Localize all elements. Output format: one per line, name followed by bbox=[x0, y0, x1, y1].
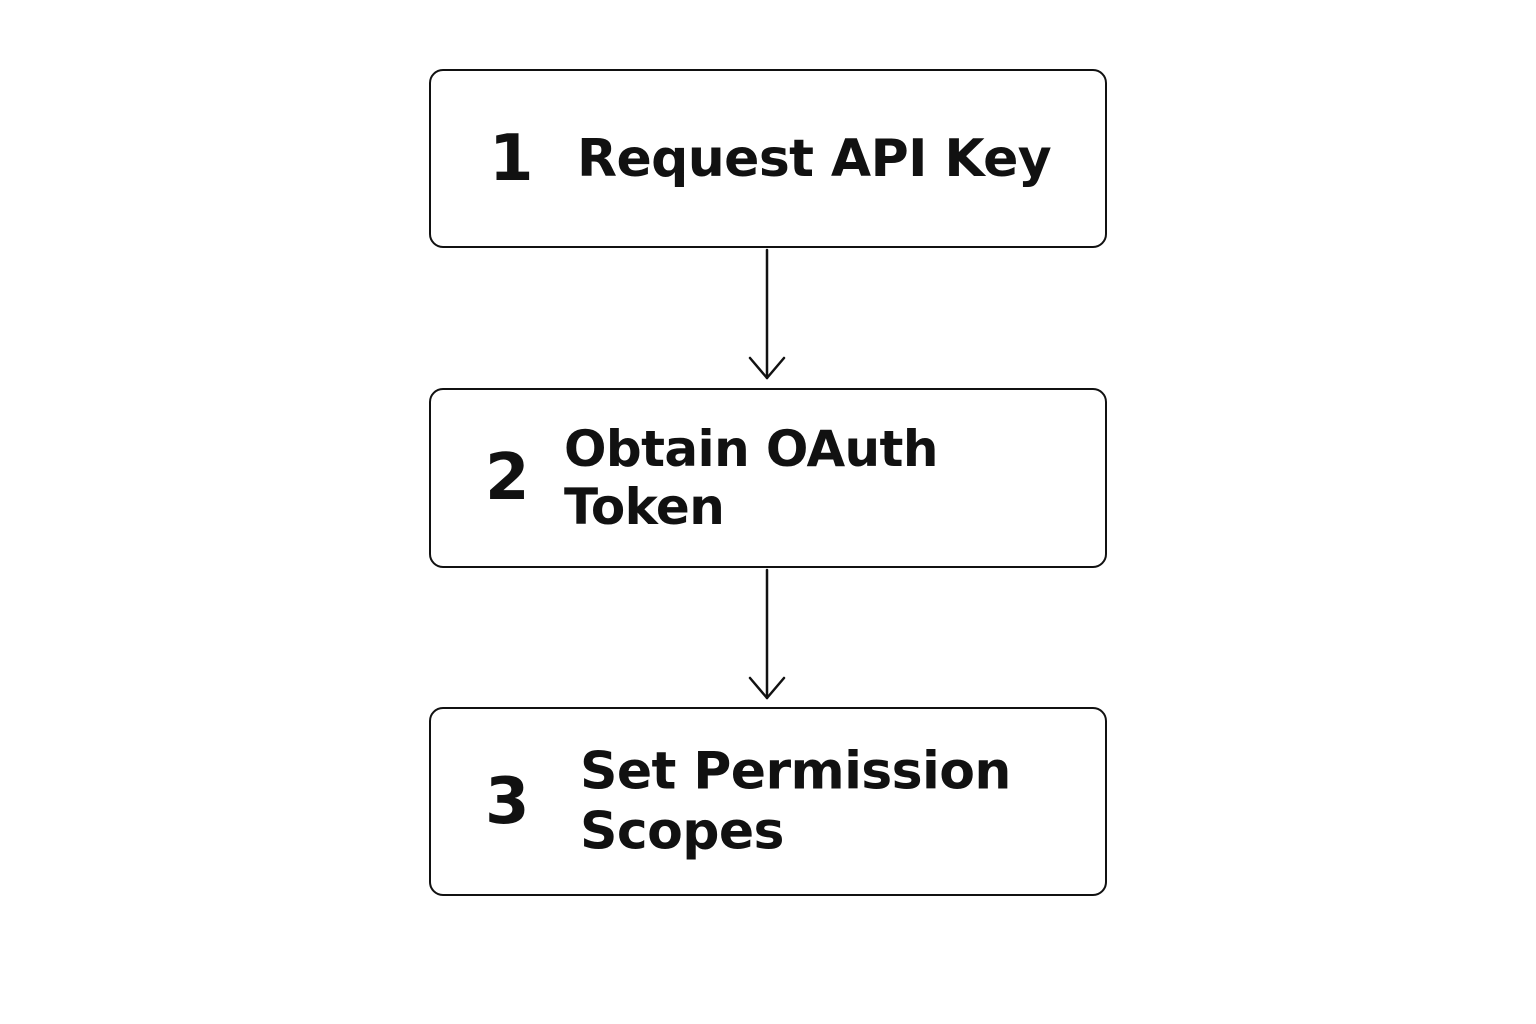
step-2-number: 2 bbox=[485, 441, 530, 515]
step-1-number: 1 bbox=[489, 121, 534, 196]
arrow-2-to-3 bbox=[748, 568, 786, 700]
step-3-box: 3 Set Permission Scopes bbox=[429, 707, 1107, 896]
step-1-box: 1 Request API Key bbox=[429, 69, 1107, 248]
step-3-number: 3 bbox=[485, 764, 530, 839]
arrow-1-to-2 bbox=[748, 248, 786, 380]
step-2-label: Obtain OAuth Token bbox=[564, 420, 938, 536]
step-1-label: Request API Key bbox=[577, 128, 1052, 189]
step-3-label: Set Permission Scopes bbox=[580, 741, 1011, 862]
arrow-2-to-3-head bbox=[748, 676, 786, 700]
arrow-1-to-2-head bbox=[748, 356, 786, 380]
step-2-box: 2 Obtain OAuth Token bbox=[429, 388, 1107, 568]
